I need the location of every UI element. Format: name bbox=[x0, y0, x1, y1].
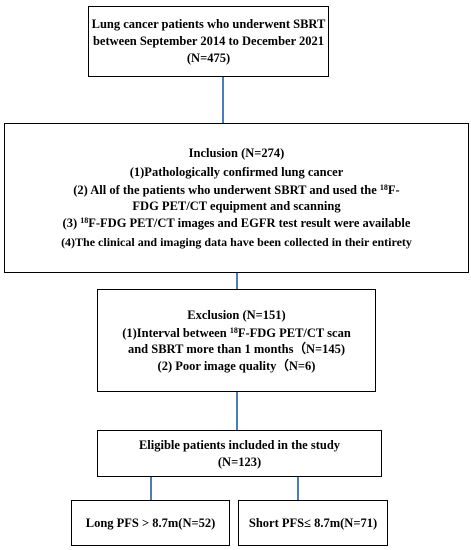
inclusion-item-3-text: (3) bbox=[62, 216, 81, 230]
exclusion-item-2: (2) Poor image quality（N=6) bbox=[157, 358, 316, 373]
exclusion-item-1-text: (1)Interval between bbox=[122, 325, 230, 340]
eligible-line-1: Eligible patients included in the study bbox=[138, 437, 341, 452]
inclusion-item-2: (2) All of the patients who underwent SB… bbox=[62, 182, 412, 214]
source-population-box: Lung cancer patients who underwent SBRT … bbox=[88, 6, 329, 77]
inclusion-box: Inclusion (N=274) (1)Pathologically conf… bbox=[4, 123, 469, 273]
connector-2-3 bbox=[236, 273, 238, 289]
source-line-1: Lung cancer patients who underwent SBRT bbox=[91, 17, 326, 31]
inclusion-item-1: (1)Pathologically confirmed lung cancer bbox=[129, 165, 344, 179]
exclusion-item-1: (1)Interval between 18F-FDG PET/CT scan bbox=[122, 325, 351, 341]
inclusion-item-3-text-end: F-FDG PET/CT images and EGFR test result… bbox=[88, 216, 411, 230]
inclusion-item-2-superscript: 18 bbox=[379, 183, 388, 192]
short-pfs-box: Short PFS≤ 8.7m(N=71) bbox=[238, 500, 388, 546]
long-pfs-label: Long PFS > 8.7m(N=52) bbox=[85, 515, 216, 530]
connector-3-4 bbox=[236, 392, 238, 430]
exclusion-box: Exclusion (N=151) (1)Interval between 18… bbox=[97, 289, 376, 392]
exclusion-item-1-text-end: F-FDG PET/CT scan bbox=[237, 325, 351, 340]
connector-4-6 bbox=[297, 477, 299, 500]
source-line-3: (N=475) bbox=[186, 51, 231, 65]
inclusion-item-3-superscript: 18 bbox=[80, 216, 89, 225]
exclusion-title: Exclusion (N=151) bbox=[187, 307, 286, 322]
inclusion-item-2-text-end: F-FDG PET/CT equipment and scanning bbox=[132, 183, 400, 213]
short-pfs-label: Short PFS≤ 8.7m(N=71) bbox=[248, 515, 378, 530]
inclusion-title: Inclusion (N=274) bbox=[188, 146, 285, 160]
connector-4-5 bbox=[150, 477, 152, 500]
inclusion-item-2-text: (2) All of the patients who underwent SB… bbox=[73, 183, 380, 197]
eligible-line-2: (N=123) bbox=[217, 454, 262, 469]
long-pfs-box: Long PFS > 8.7m(N=52) bbox=[71, 500, 230, 546]
source-line-2: between September 2014 to December 2021 bbox=[92, 34, 325, 48]
inclusion-item-3: (3) 18F-FDG PET/CT images and EGFR test … bbox=[63, 214, 411, 233]
exclusion-item-1-line-2: and SBRT more than 1 months（N=145) bbox=[127, 341, 346, 356]
inclusion-item-4: (4)The clinical and imaging data have be… bbox=[61, 235, 412, 249]
connector-1-2 bbox=[222, 77, 224, 123]
eligible-patients-box: Eligible patients included in the study … bbox=[97, 430, 382, 477]
exclusion-item-1-superscript: 18 bbox=[229, 325, 238, 335]
